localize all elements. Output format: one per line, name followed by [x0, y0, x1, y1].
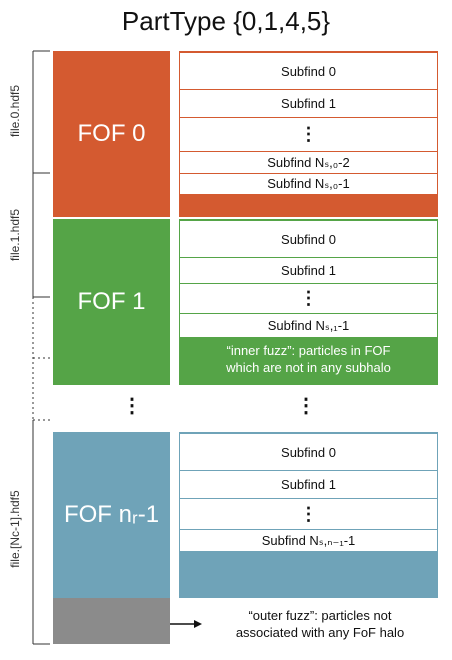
fof-last-block: FOF nᵣ-1	[53, 432, 170, 598]
file-0-label: file.0.hdf5	[8, 84, 22, 138]
fof-1-subfind-n-1: Subfind Nₛ,₁-1	[180, 314, 437, 338]
fof-1-subfind-ellipsis: ⋮	[180, 284, 437, 314]
fof-1-subfind-1: Subfind 1	[180, 258, 437, 284]
fof-ellipsis: ⋮	[122, 395, 142, 417]
fof-last-subfind-1: Subfind 1	[180, 471, 437, 499]
diagram-title: PartType {0,1,4,5}	[121, 6, 331, 36]
fof-last-subfind-0: Subfind 0	[180, 434, 437, 471]
file-last-label: file.[Nс-1].hdf5	[8, 490, 22, 568]
inner-fuzz-line-2: which are not in any subhalo	[226, 360, 391, 375]
inner-fuzz-line-1: “inner fuzz”: particles in FOF	[226, 343, 391, 358]
fof-0-subfind-n-2: Subfind Nₛ,₀-2	[180, 152, 437, 174]
subfind-ellipsis: ⋮	[296, 395, 316, 417]
outer-fuzz-block	[53, 598, 170, 644]
fof-0-subfind-ellipsis: ⋮	[180, 118, 437, 152]
fof-0-subfind-1: Subfind 1	[180, 90, 437, 118]
file-1-label: file.1.hdf5	[8, 208, 22, 262]
fof-last-subfind-n-1: Subfind Nₛ,ₙ₋₁-1	[180, 530, 437, 552]
fof-1-subfind-0: Subfind 0	[180, 221, 437, 258]
inner-fuzz-note: “inner fuzz”: particles in FOF which are…	[180, 342, 437, 376]
fof-0-block: FOF 0	[53, 51, 170, 217]
fof-1-label: FOF 1	[77, 288, 146, 315]
fof-1-block: FOF 1	[53, 219, 170, 385]
outer-fuzz-line-2: associated with any FoF halo	[235, 625, 405, 640]
fof-0-subfind-n-1: Subfind Nₛ,₀-1	[180, 174, 437, 195]
fof-0-subfind-0: Subfind 0	[180, 53, 437, 90]
outer-fuzz-line-1: “outer fuzz”: particles not	[248, 608, 392, 623]
outer-fuzz-note: “outer fuzz”: particles not associated w…	[205, 607, 435, 641]
fof-0-label: FOF 0	[77, 120, 146, 147]
fof-last-subfind-ellipsis: ⋮	[180, 499, 437, 530]
fof-last-label: FOF nᵣ-1	[63, 501, 160, 528]
